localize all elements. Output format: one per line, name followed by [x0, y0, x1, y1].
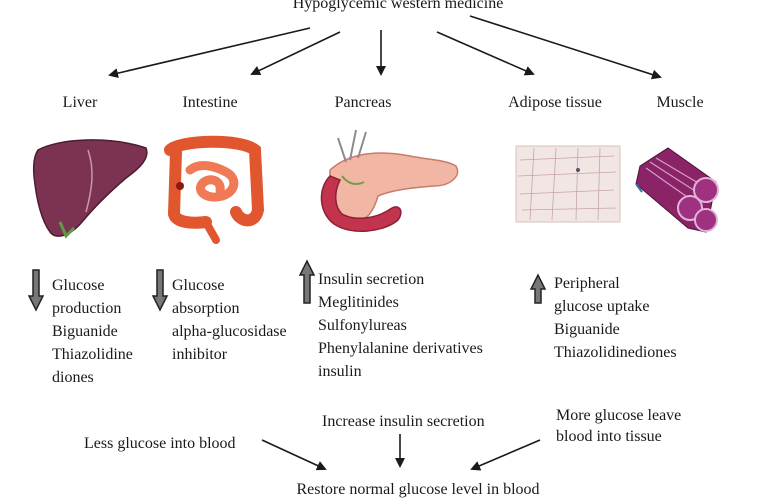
- intestine-illustration: [164, 135, 265, 244]
- effect-pancreas-line: Sulfonylureas: [318, 317, 407, 334]
- down-arrow-liver: [27, 269, 45, 312]
- outcome-more-glucose: More glucose leave blood into tissue: [556, 405, 681, 447]
- effect-intestine-line: alpha-glucosidase: [172, 323, 287, 340]
- effect-pancreas-line: Meglitinides: [318, 294, 399, 311]
- arrow-left-to-result: [261, 439, 327, 471]
- effect-pancreas-line: insulin: [318, 363, 362, 380]
- arrow-to-liver: [108, 27, 311, 79]
- effect-liver-line: Thiazolidine: [52, 346, 133, 363]
- organ-label-intestine: Intestine: [182, 94, 238, 111]
- down-arrow-intestine: [151, 269, 169, 312]
- outcome-increase-insulin: Increase insulin secretion: [322, 413, 485, 430]
- effect-liver-line: Glucose: [52, 277, 105, 294]
- bottom-result: Restore normal glucose level in blood: [296, 481, 540, 498]
- outcome-less-glucose: Less glucose into blood: [84, 435, 236, 452]
- arrow-to-intestine: [250, 31, 341, 76]
- muscle-illustration: [635, 147, 719, 233]
- effect-intestine-line: Glucose: [172, 277, 225, 294]
- up-arrow-adipose: [529, 273, 547, 304]
- effect-liver-line: Biguanide: [52, 323, 118, 340]
- organ-label-liver: Liver: [62, 94, 98, 111]
- outcome-more-glucose-line: blood into tissue: [556, 428, 662, 445]
- top-title: Hypoglycemic western medicine: [292, 0, 504, 12]
- effect-liver: Glucose production Biguanide Thiazolidin…: [52, 274, 133, 389]
- effect-pancreas: Insulin secretion Meglitinides Sulfonylu…: [318, 268, 483, 383]
- effect-adipose-line: Thiazolidinediones: [554, 344, 677, 361]
- organ-label-adipose: Adipose tissue: [508, 94, 602, 111]
- effect-adipose-line: glucose uptake: [554, 298, 650, 315]
- effect-adipose-line: Biguanide: [554, 321, 620, 338]
- organ-label-pancreas: Pancreas: [334, 94, 392, 111]
- arrow-to-adipose: [436, 31, 535, 76]
- effect-liver-line: production: [52, 300, 122, 317]
- pancreas-illustration: [320, 129, 459, 232]
- arrow-to-muscle: [469, 15, 662, 80]
- adipose-tissue-illustration: [515, 145, 621, 223]
- arrow-right-to-result: [470, 439, 541, 471]
- effect-intestine-line: absorption: [172, 300, 240, 317]
- outcome-more-glucose-line: More glucose leave: [556, 407, 682, 424]
- effect-liver-line: diones: [52, 369, 94, 386]
- effect-adipose-muscle: Peripheral glucose uptake Biguanide Thia…: [554, 272, 677, 364]
- effect-pancreas-line: Phenylalanine derivatives: [318, 340, 483, 357]
- up-arrow-pancreas: [298, 259, 316, 304]
- effect-adipose-line: Peripheral: [554, 275, 620, 292]
- liver-illustration: [32, 139, 148, 239]
- organ-label-muscle: Muscle: [656, 94, 704, 111]
- effect-intestine-line: inhibitor: [172, 346, 228, 363]
- effect-pancreas-line: Insulin secretion: [318, 271, 425, 288]
- effect-intestine: Glucose absorption alpha-glucosidase inh…: [172, 274, 287, 366]
